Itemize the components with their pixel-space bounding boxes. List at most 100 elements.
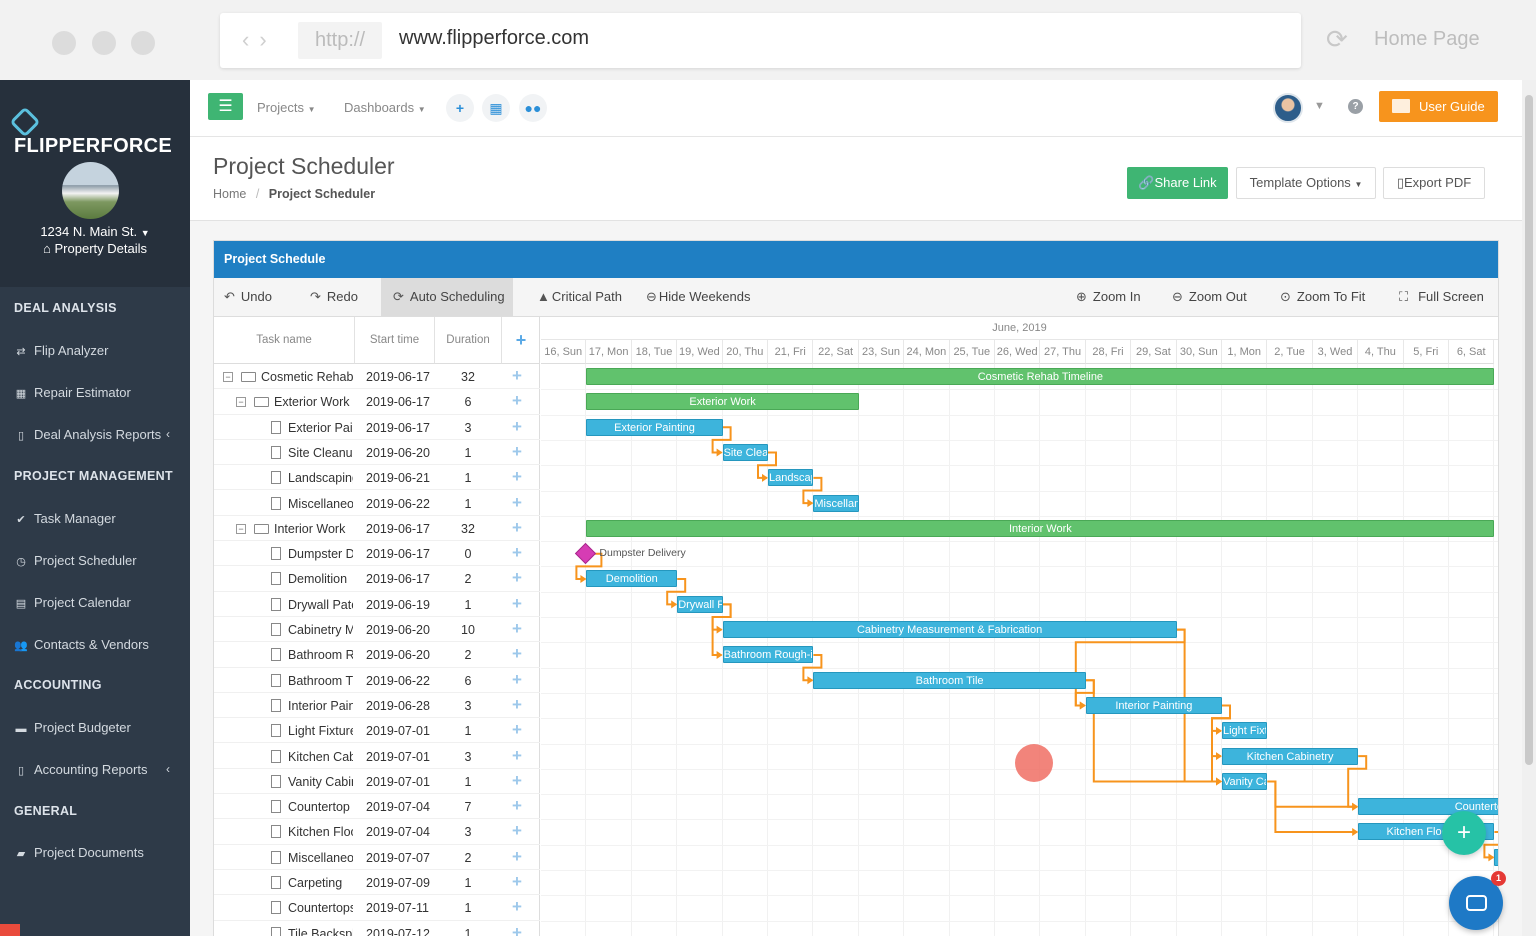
dashboards-menu[interactable]: Dashboards ▼ — [344, 100, 426, 115]
zoom-out-button[interactable]: ⊖Zoom Out — [1172, 278, 1247, 316]
sidebar-item-contacts-vendors[interactable]: 👥Contacts & Vendors — [14, 637, 149, 652]
dependency-link[interactable] — [1074, 628, 1186, 707]
url-text[interactable]: www.flipperforce.com — [399, 27, 590, 49]
task-name[interactable]: Site Cleanup — [288, 445, 353, 460]
dependency-link[interactable] — [757, 451, 777, 479]
gantt-bar[interactable]: Demolition — [586, 570, 678, 588]
dependency-link[interactable] — [666, 578, 687, 606]
table-row[interactable]: Dumpster Delivery2019-06-170+ — [214, 541, 540, 567]
add-subtask-icon[interactable]: + — [512, 416, 522, 436]
dependency-link[interactable] — [1211, 704, 1231, 783]
table-row[interactable]: Vanity Cabinets2019-07-011+ — [214, 769, 540, 795]
column-header-task[interactable]: Task name — [214, 317, 355, 364]
gantt-bar[interactable]: Cabinetry Measurement & Fabrication — [722, 621, 1177, 638]
task-name[interactable]: Kitchen Flooring — [288, 825, 353, 840]
add-subtask-icon[interactable]: + — [512, 770, 522, 790]
table-row[interactable]: Bathroom Tile2019-06-226+ — [214, 668, 540, 693]
breadcrumb-home[interactable]: Home — [213, 187, 247, 201]
task-name[interactable]: Countertops — [288, 901, 353, 916]
task-name[interactable]: Light Fixtures — [288, 724, 353, 739]
sidebar-item-accounting-reports[interactable]: ▯Accounting Reports‹ — [14, 762, 170, 777]
task-name[interactable]: Demolition — [288, 572, 348, 587]
add-subtask-icon[interactable]: + — [512, 720, 522, 740]
table-row[interactable]: Kitchen Cabinetry2019-07-013+ — [214, 744, 540, 769]
add-subtask-icon[interactable]: + — [512, 644, 522, 664]
add-subtask-icon[interactable]: + — [512, 593, 522, 613]
add-subtask-icon[interactable]: + — [512, 694, 522, 714]
dependency-link[interactable] — [1483, 831, 1498, 859]
task-name[interactable]: Interior Painting — [288, 698, 353, 713]
critical-path-button[interactable]: ▲Critical Path — [537, 278, 622, 316]
team-button[interactable]: ●● — [519, 94, 547, 122]
task-name[interactable]: Exterior Work — [274, 395, 350, 410]
corner-tab[interactable] — [0, 924, 20, 936]
property-address[interactable]: 1234 N. Main St. ▼ — [0, 224, 190, 239]
task-name[interactable]: Countertop Measurement — [288, 800, 353, 815]
task-name[interactable]: Cosmetic Rehab Timeline — [261, 370, 353, 384]
task-name[interactable]: Miscellaneous — [288, 496, 353, 511]
task-name[interactable]: Carpeting — [288, 876, 343, 890]
scrollbar-thumb[interactable] — [1525, 95, 1533, 765]
table-row[interactable]: Exterior Painting2019-06-173+ — [214, 415, 540, 440]
gantt-bar[interactable]: Site Cleanup — [722, 443, 768, 461]
caret-down-icon[interactable]: ▼ — [1314, 100, 1325, 112]
gantt-bar[interactable]: Countertop Measurement — [1358, 798, 1498, 816]
sidebar-item-project-scheduler[interactable]: ◷Project Scheduler — [14, 553, 136, 568]
address-bar[interactable]: ‹› http:// www.flipperforce.com — [220, 13, 1301, 68]
table-row[interactable]: Miscellaneous2019-06-221+ — [214, 491, 540, 516]
gantt-bar[interactable]: Vanity Cabinets — [1222, 772, 1268, 790]
auto-scheduling-button[interactable]: ⟳Auto Scheduling — [381, 278, 513, 316]
sidebar-item-repair-estimator[interactable]: ▦Repair Estimator — [14, 385, 131, 400]
window-dot[interactable] — [92, 31, 116, 55]
gantt-bar[interactable]: Cosmetic Rehab Timeline — [586, 368, 1495, 385]
full-screen-button[interactable]: ⛶Full Screen — [1399, 278, 1484, 316]
task-name[interactable]: Exterior Painting — [288, 420, 353, 435]
gantt-bar[interactable]: Miscellaneous — [1494, 848, 1498, 866]
share-link-button[interactable]: 🔗Share Link — [1127, 167, 1228, 199]
dependency-link[interactable] — [575, 552, 603, 581]
sidebar-item-project-budgeter[interactable]: ▬Project Budgeter — [14, 720, 131, 735]
add-subtask-icon[interactable]: + — [512, 872, 522, 891]
add-subtask-icon[interactable]: + — [512, 517, 522, 537]
add-subtask-icon[interactable]: + — [512, 922, 522, 936]
task-name[interactable]: Cabinetry Measurement & Fabrication — [288, 623, 353, 637]
gantt-bar[interactable]: Drywall Patch — [677, 595, 723, 613]
add-subtask-icon[interactable]: + — [512, 619, 522, 638]
add-subtask-icon[interactable]: + — [512, 821, 522, 841]
add-subtask-icon[interactable]: + — [512, 467, 522, 487]
add-subtask-icon[interactable]: + — [512, 897, 522, 917]
floating-add-button[interactable]: + — [1442, 811, 1486, 855]
dependency-link[interactable] — [802, 653, 823, 682]
gantt-bar[interactable]: Exterior Painting — [586, 418, 723, 436]
table-row[interactable]: Cabinetry Measurement & Fabrication2019-… — [214, 617, 540, 643]
add-subtask-icon[interactable]: + — [512, 568, 522, 588]
table-row[interactable]: Drywall Patch2019-06-191+ — [214, 592, 540, 617]
sidebar-item-flip-analyzer[interactable]: ⇄Flip Analyzer — [14, 343, 108, 358]
gantt-bar[interactable]: Miscellaneous — [813, 494, 859, 512]
add-subtask-icon[interactable]: + — [512, 492, 522, 512]
collapse-toggle-icon[interactable]: − — [223, 372, 233, 382]
add-subtask-icon[interactable]: + — [512, 391, 522, 411]
template-options-button[interactable]: Template Options ▼ — [1236, 167, 1376, 199]
task-name[interactable]: Vanity Cabinets — [288, 774, 353, 789]
table-row[interactable]: Countertop Measurement2019-07-047+ — [214, 794, 540, 820]
task-name[interactable]: Kitchen Cabinetry — [288, 749, 353, 764]
task-name[interactable]: Landscaping — [288, 471, 353, 486]
task-name[interactable]: Dumpster Delivery — [288, 547, 353, 562]
sidebar-item-deal-analysis-reports[interactable]: ▯Deal Analysis Reports‹ — [14, 427, 170, 442]
export-pdf-button[interactable]: ▯Export PDF — [1383, 167, 1485, 199]
task-name[interactable]: Tile Backsplash — [288, 926, 353, 936]
dependency-link[interactable] — [802, 476, 823, 505]
calendar-button[interactable]: ▦ — [482, 94, 510, 122]
sidebar-item-task-manager[interactable]: ✔Task Manager — [14, 511, 115, 526]
add-subtask-icon[interactable]: + — [512, 441, 522, 461]
add-subtask-icon[interactable]: + — [512, 669, 522, 689]
add-subtask-icon[interactable]: + — [512, 543, 522, 563]
task-name[interactable]: Bathroom Tile — [288, 673, 353, 688]
collapse-toggle-icon[interactable]: − — [236, 397, 246, 408]
